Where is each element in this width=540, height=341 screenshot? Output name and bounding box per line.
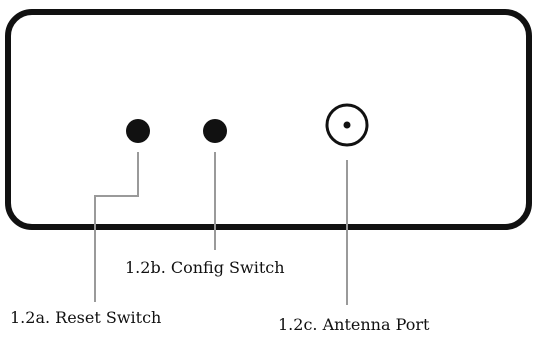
reset-switch-label: 1.2a. Reset Switch	[10, 308, 162, 327]
reset-switch-button	[126, 119, 150, 143]
antenna-port-label: 1.2c. Antenna Port	[278, 315, 430, 334]
config-switch-label: 1.2b. Config Switch	[125, 258, 285, 277]
device-body-outline	[5, 9, 532, 230]
reset-switch-leader-line	[94, 152, 139, 302]
config-switch-button	[203, 119, 227, 143]
antenna-port-center	[343, 121, 351, 129]
